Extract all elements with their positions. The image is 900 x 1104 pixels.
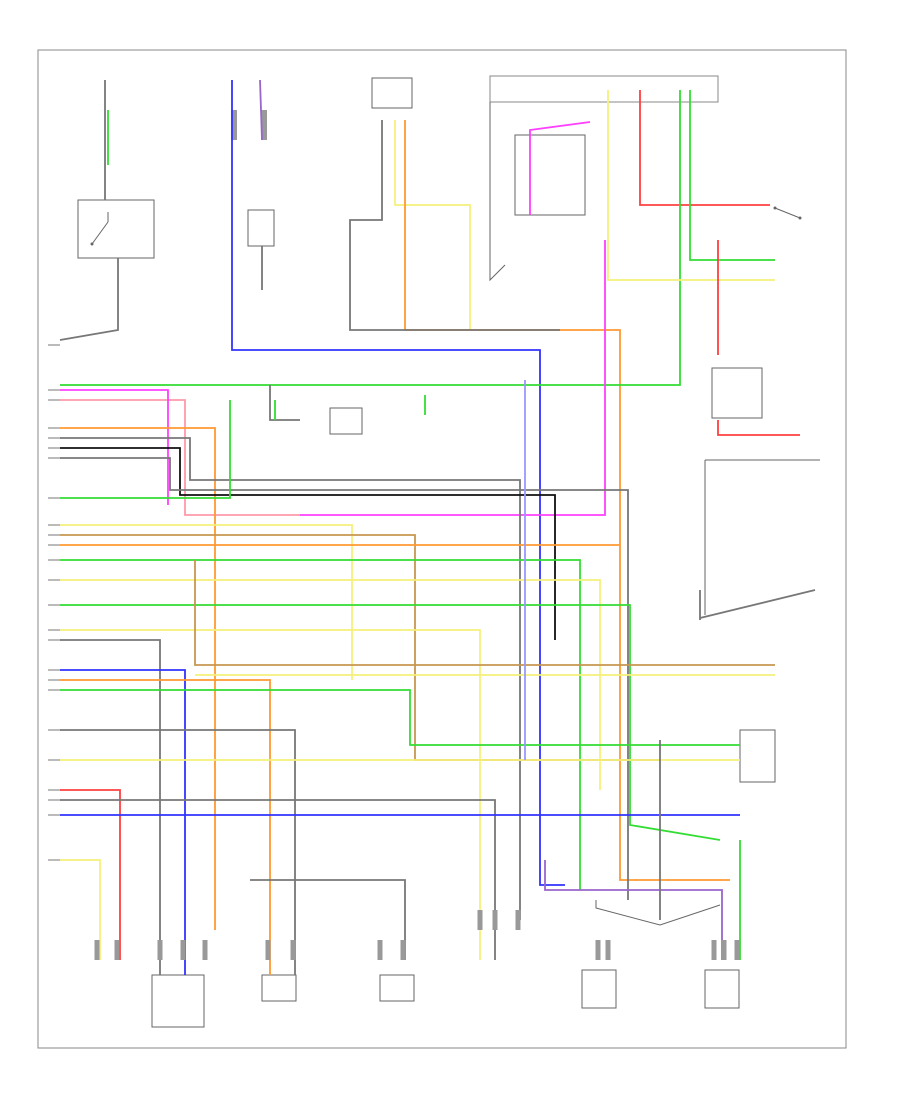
wire-purple-43 xyxy=(544,860,723,960)
wire-red-37 xyxy=(60,789,121,960)
rear-sensor-box xyxy=(704,969,740,1009)
wire-black-19 xyxy=(60,447,556,640)
connector-pin-2 xyxy=(157,940,163,960)
pcm-connector-pins xyxy=(48,344,60,861)
wire-orange-33 xyxy=(60,679,271,975)
wire-yellow-5 xyxy=(394,120,471,330)
data-link-connector xyxy=(371,77,413,109)
wire-green-46 xyxy=(274,395,426,420)
sensor-box-right xyxy=(704,459,820,615)
fuse-box-right xyxy=(711,367,763,419)
wire-magenta-13 xyxy=(300,240,606,516)
wire-tan-30 xyxy=(194,560,775,666)
wire-gray-20 xyxy=(60,457,629,900)
throttle-sensor-box xyxy=(151,974,205,1028)
wire-orange-6 xyxy=(404,120,730,881)
connector-pin-4 xyxy=(202,940,208,960)
wire-green-10 xyxy=(689,90,775,261)
connector-pin-9 xyxy=(477,910,483,930)
wire-tan-23 xyxy=(60,534,660,761)
wire-yellow-11 xyxy=(607,90,775,281)
wire-yellow-22 xyxy=(60,524,353,680)
connector-pins xyxy=(94,910,740,960)
wire-green-34 xyxy=(60,689,740,746)
wire-blue-32 xyxy=(60,669,186,975)
wire-orange-17 xyxy=(60,427,216,930)
bottom-components xyxy=(151,900,740,1028)
wire-red-14 xyxy=(717,240,800,436)
main-relay xyxy=(514,134,586,216)
brake-switch xyxy=(773,206,802,220)
wire-green-21 xyxy=(60,400,231,499)
wire-gray-35 xyxy=(60,729,296,975)
fuse-relay-bus xyxy=(489,75,719,282)
front-sensor-box xyxy=(581,969,617,1009)
connector-pin-15 xyxy=(721,940,727,960)
wire-red-8 xyxy=(639,90,770,206)
wire-gray-48 xyxy=(699,589,816,620)
wire-yellow-40 xyxy=(60,859,101,960)
wire-yellow-28 xyxy=(60,629,481,960)
idle-air-control-module xyxy=(739,729,776,783)
connector-pin-3 xyxy=(180,940,186,960)
wire-pink-15 xyxy=(60,399,300,516)
connector-pin-10 xyxy=(492,910,498,930)
wire-gray-18 xyxy=(60,437,521,920)
wire-yellow-26 xyxy=(60,579,601,790)
diagram-border xyxy=(37,49,847,1049)
wire-blue-2 xyxy=(231,80,565,886)
wire-magenta-12 xyxy=(529,121,591,215)
connector-pin-7 xyxy=(377,940,383,960)
wire-gray-38 xyxy=(60,799,496,960)
wire-magenta-16 xyxy=(60,389,169,505)
connector-pin-16 xyxy=(734,940,740,960)
sensor-box-2 xyxy=(261,974,297,1002)
center-module xyxy=(329,407,363,435)
wire-gray-45 xyxy=(269,385,300,421)
wire-gray-29 xyxy=(60,639,161,975)
wire-green-9 xyxy=(60,90,681,386)
wire-purple-3 xyxy=(259,79,263,141)
wire-green-27 xyxy=(60,604,721,841)
ground-link xyxy=(595,900,721,926)
connector-pin-13 xyxy=(605,940,611,960)
sensor-box-3 xyxy=(379,974,415,1002)
wire-gray-0 xyxy=(59,80,119,341)
fuse-box-top-left xyxy=(231,110,275,247)
connector-pin-12 xyxy=(595,940,601,960)
connector-pin-6 xyxy=(290,940,296,960)
connector-pin-0 xyxy=(94,940,100,960)
wire-gray-7 xyxy=(349,120,560,331)
connector-pin-5 xyxy=(265,940,271,960)
connector-pin-1 xyxy=(114,940,120,960)
connector-pin-11 xyxy=(515,910,521,930)
transmission-range-switch xyxy=(77,199,155,259)
wire-harness xyxy=(59,79,816,975)
wire-green-25 xyxy=(60,559,581,890)
connector-pin-14 xyxy=(711,940,717,960)
connector-pin-8 xyxy=(400,940,406,960)
wire-gray-41 xyxy=(250,879,406,960)
